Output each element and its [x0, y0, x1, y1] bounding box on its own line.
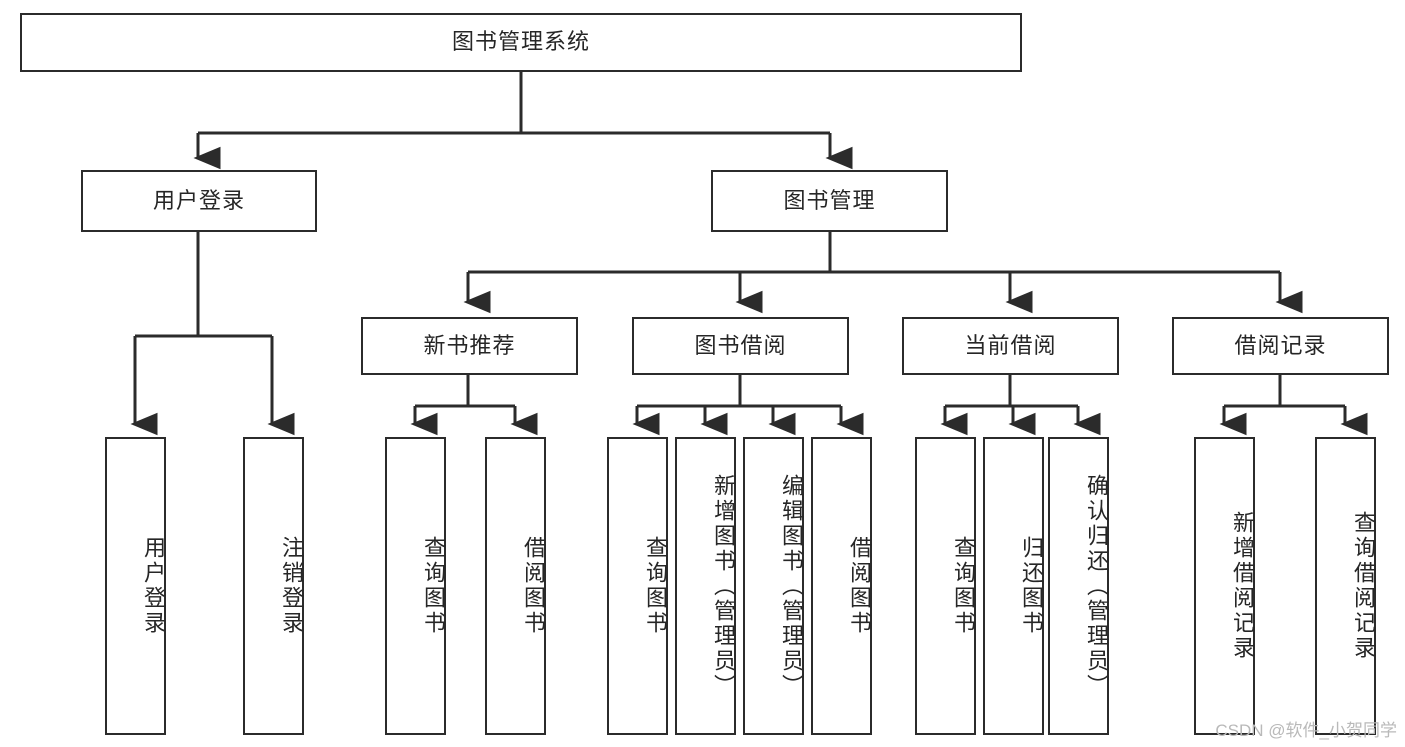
node-book-management-label: 图书管理 [783, 187, 876, 213]
node-root-label: 图书管理系统 [451, 29, 590, 55]
leaf-query-book-current-label: 查询图书 [951, 536, 976, 636]
leaf-borrow-book-label: 借阅图书 [847, 536, 872, 636]
leaf-logout-label: 注销登录 [279, 536, 304, 636]
leaf-query-book-borrow-label: 查询图书 [643, 536, 668, 636]
node-user-login-label: 用户登录 [152, 187, 245, 213]
leaf-query-borrow-record-label: 查询借阅记录 [1351, 511, 1376, 661]
leaf-borrow-book[interactable]: 借阅图书 [811, 437, 872, 735]
leaf-query-book-current[interactable]: 查询图书 [915, 437, 976, 735]
leaf-borrow-book-newbook[interactable]: 借阅图书 [485, 437, 546, 735]
leaf-return-book[interactable]: 归还图书 [983, 437, 1044, 735]
csdn-watermark: CSDN @软件_小贺同学 [1215, 721, 1397, 740]
leaf-add-book-admin[interactable]: 新增图书（管理员） [675, 437, 736, 735]
leaf-add-borrow-record-label: 新增借阅记录 [1230, 511, 1255, 661]
node-user-login[interactable]: 用户登录 [81, 170, 317, 232]
node-book-borrow-label: 图书借阅 [694, 332, 787, 358]
node-new-book-recommend[interactable]: 新书推荐 [361, 317, 578, 375]
node-book-borrow[interactable]: 图书借阅 [632, 317, 849, 375]
node-book-management[interactable]: 图书管理 [711, 170, 948, 232]
leaf-user-login-label: 用户登录 [141, 536, 166, 636]
leaf-edit-book-admin-label: 编辑图书（管理员） [779, 473, 804, 699]
leaf-query-book-borrow[interactable]: 查询图书 [607, 437, 668, 735]
leaf-add-borrow-record[interactable]: 新增借阅记录 [1194, 437, 1255, 735]
leaf-borrow-book-newbook-label: 借阅图书 [521, 536, 546, 636]
leaf-return-book-label: 归还图书 [1019, 536, 1044, 636]
node-borrow-record[interactable]: 借阅记录 [1172, 317, 1389, 375]
leaf-edit-book-admin[interactable]: 编辑图书（管理员） [743, 437, 804, 735]
node-borrow-record-label: 借阅记录 [1234, 332, 1327, 358]
node-root[interactable]: 图书管理系统 [20, 13, 1022, 72]
leaf-query-borrow-record[interactable]: 查询借阅记录 [1315, 437, 1376, 735]
node-new-book-recommend-label: 新书推荐 [423, 332, 516, 358]
node-current-borrow-label: 当前借阅 [964, 332, 1057, 358]
node-current-borrow[interactable]: 当前借阅 [902, 317, 1119, 375]
leaf-add-book-admin-label: 新增图书（管理员） [711, 473, 736, 699]
leaf-query-book-newbook[interactable]: 查询图书 [385, 437, 446, 735]
leaf-query-book-newbook-label: 查询图书 [421, 536, 446, 636]
leaf-confirm-return-admin-label: 确认归还（管理员） [1084, 473, 1109, 699]
leaf-user-login[interactable]: 用户登录 [105, 437, 166, 735]
leaf-confirm-return-admin[interactable]: 确认归还（管理员） [1048, 437, 1109, 735]
leaf-logout[interactable]: 注销登录 [243, 437, 304, 735]
